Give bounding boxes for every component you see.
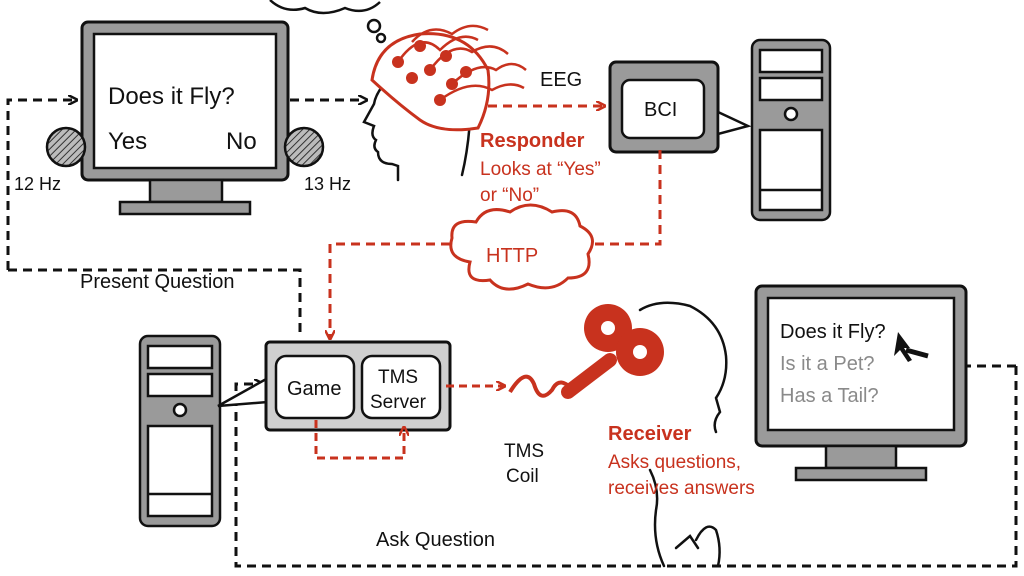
monitor-right — [754, 284, 968, 482]
monitor-left — [80, 20, 290, 216]
responder-desc-line2: or “No” — [480, 185, 539, 206]
computer-tower-right — [750, 38, 832, 222]
http-to-game-line — [330, 242, 450, 338]
tms-server-label-line1: TMS — [378, 367, 418, 388]
question-item-1[interactable]: Does it Fly? — [780, 321, 886, 343]
bci-to-http-line — [590, 150, 662, 246]
thought-bubble — [269, 0, 387, 44]
question-text-left: Does it Fly? — [108, 83, 235, 110]
present-question-label: Present Question — [80, 271, 235, 293]
eeg-label: EEG — [540, 69, 582, 91]
server-panel — [264, 340, 452, 432]
http-label: HTTP — [486, 245, 538, 267]
mouse-cursor-icon — [894, 332, 929, 362]
eeg-cap — [370, 24, 527, 132]
answer-no[interactable]: No — [226, 128, 257, 155]
present-question-arrow-left — [6, 100, 76, 270]
receiver-head — [638, 301, 728, 568]
present-question-line — [8, 268, 302, 338]
flicker-led-right — [283, 126, 325, 168]
tms-coil — [508, 304, 664, 399]
question-item-3[interactable]: Has a Tail? — [780, 385, 879, 407]
tms-coil-label-line1: TMS — [504, 441, 544, 462]
receiver-title: Receiver — [608, 423, 692, 445]
freq-13hz-label: 13 Hz — [304, 174, 351, 194]
game-to-tms-arrow — [314, 420, 404, 460]
computer-tower-left — [138, 334, 270, 528]
answer-yes[interactable]: Yes — [108, 128, 147, 155]
responder-title: Responder — [480, 130, 585, 152]
flicker-led-left — [45, 126, 87, 168]
tms-server-label-line2: Server — [370, 392, 427, 413]
freq-12hz-label: 12 Hz — [14, 174, 61, 194]
bci-monitor — [608, 60, 752, 154]
http-cloud — [449, 203, 594, 291]
question-item-2[interactable]: Is it a Pet? — [780, 353, 875, 375]
receiver-desc-line2: receives answers — [608, 478, 755, 499]
game-label: Game — [287, 378, 341, 400]
responder-desc-line1: Looks at “Yes” — [480, 159, 601, 180]
bci-label: BCI — [644, 99, 677, 121]
tms-coil-label-line2: Coil — [506, 466, 539, 487]
receiver-desc-line1: Asks questions, — [608, 452, 741, 473]
ask-question-loop — [234, 366, 1018, 568]
ask-question-label: Ask Question — [376, 529, 495, 551]
